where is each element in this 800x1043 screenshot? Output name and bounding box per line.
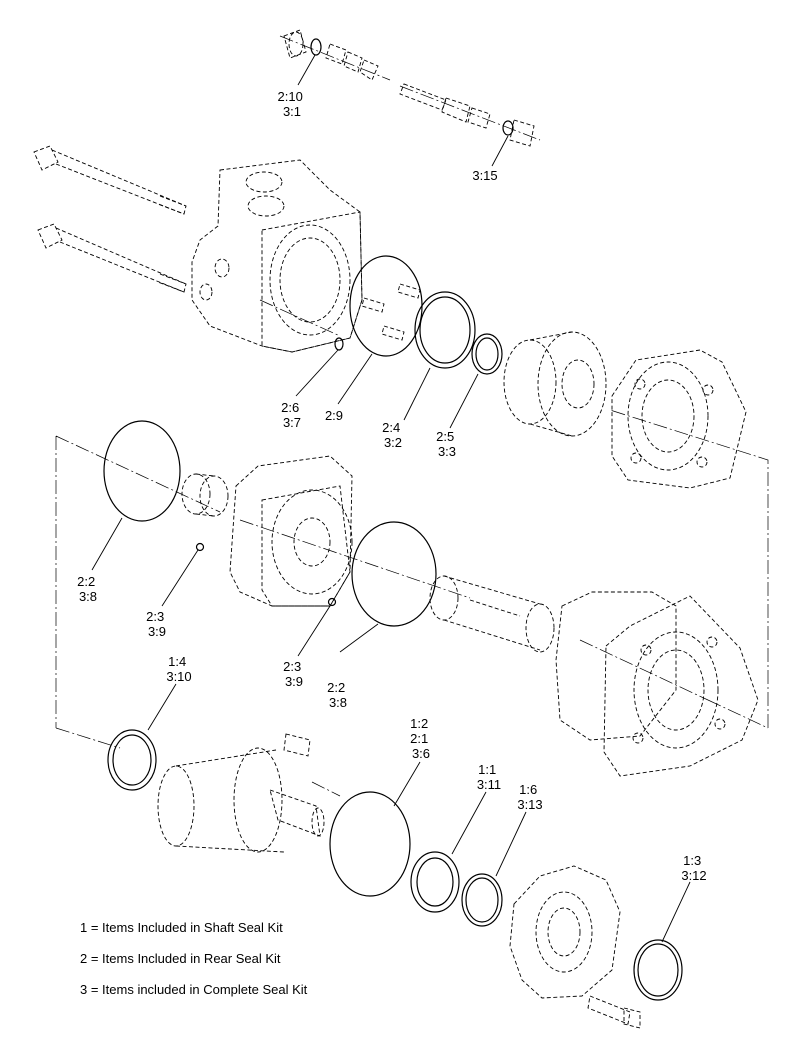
callout-1-3: 1:3 3:12: [681, 853, 706, 883]
shaft-seal-1-1: [410, 851, 460, 913]
leader-lines: [91, 54, 691, 943]
callout-1-1: 1:1 3:11: [477, 762, 501, 792]
callout-2-2-left: 2:2 3:8: [77, 574, 99, 604]
seal-ring-2-4: [414, 291, 476, 369]
valve-disc: [503, 331, 607, 437]
legend-shaft-seal-kit: 1 = Items Included in Shaft Seal Kit: [80, 920, 283, 935]
gerotor-set: [229, 455, 353, 607]
callout-1-2: 1:2 2:1 3:6: [410, 716, 432, 761]
legend-rear-seal-kit: 2 = Items Included in Rear Seal Kit: [80, 951, 281, 966]
shaft-key: [283, 733, 311, 757]
o-ring-2-2-right: [351, 521, 437, 627]
drive-spline-small: [181, 473, 229, 517]
output-shaft: [157, 747, 325, 853]
callout-3-15: 3:15: [472, 168, 497, 183]
valve-spool-assembly: [399, 83, 541, 147]
assembly-centerline: [55, 409, 769, 797]
seal-ring-2-5: [471, 333, 503, 375]
o-ring-small-2-3-left: [195, 542, 205, 552]
o-ring-1-2: [329, 791, 411, 897]
valve-fitting-top-left: [279, 29, 391, 81]
callout-2-3-right: 2:3 3:9: [283, 659, 305, 689]
legend-complete-seal-kit: 3 = Items included in Complete Seal Kit: [80, 982, 308, 997]
callout-1-6: 1:6 3:13: [517, 782, 542, 812]
mounting-flange: [509, 865, 621, 999]
callout-2-6: 2:6 3:7: [281, 400, 303, 430]
flange-bolt: [587, 995, 641, 1029]
callout-2-3-left: 2:3 3:9: [146, 609, 168, 639]
o-ring-valve-right: [502, 120, 514, 136]
callout-2-4: 2:4 3:2: [382, 420, 404, 450]
tie-bolt-upper: [33, 145, 187, 215]
o-ring-valve-top: [310, 38, 322, 56]
callout-2-2-right: 2:2 3:8: [327, 680, 349, 710]
callout-2-10: 2:10 3:1: [278, 89, 307, 119]
o-ring-small-2-3-right: [327, 597, 337, 607]
o-ring-housing-small: [334, 337, 344, 351]
drive-shaft: [429, 575, 555, 653]
callout-2-9: 2:9: [325, 408, 343, 423]
retaining-ring-1-3: [633, 939, 683, 1001]
seal-ring-1-4: [107, 729, 157, 791]
callout-1-4: 1:4 3:10: [166, 654, 191, 684]
o-ring-2-9: [349, 255, 423, 357]
check-springs: [361, 283, 421, 341]
valve-housing: [191, 159, 363, 353]
motor-housing: [555, 591, 759, 777]
callout-2-5: 2:5 3:3: [436, 429, 458, 459]
o-ring-2-2-left: [103, 420, 181, 522]
tie-bolt-lower: [37, 223, 187, 293]
balance-plate: [611, 349, 747, 489]
dust-seal-1-6: [461, 873, 503, 927]
